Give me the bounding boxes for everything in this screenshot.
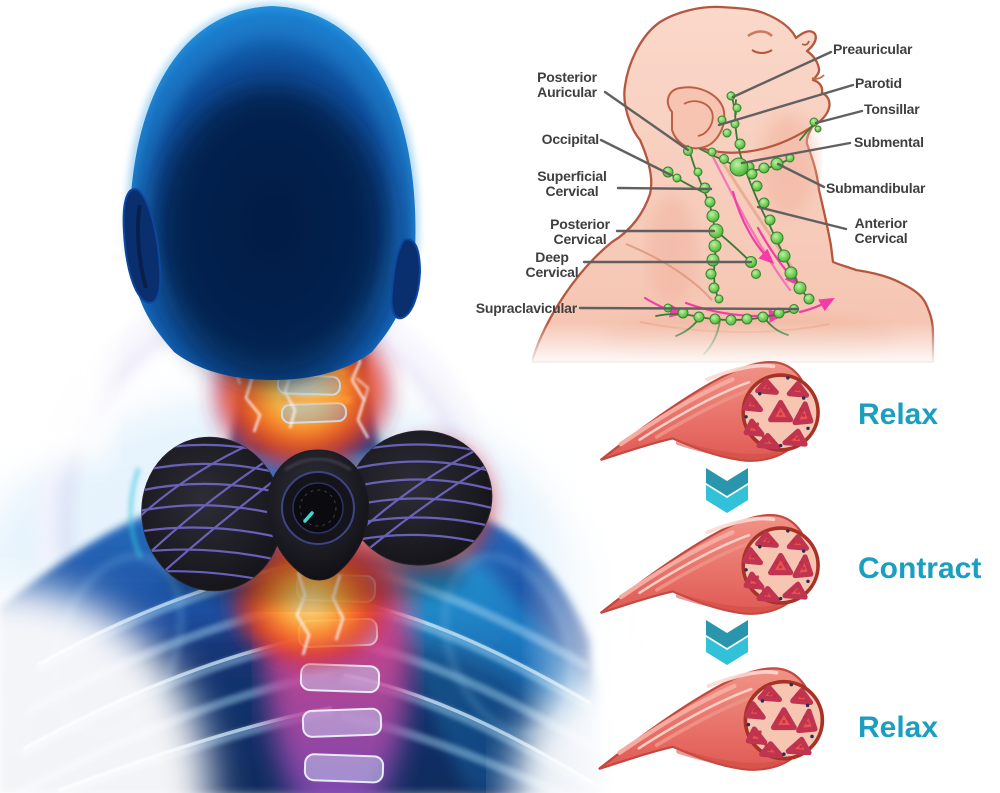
massager-device (133, 430, 495, 606)
lymph-node-diagram (520, 5, 1000, 396)
muscle-step-2 (601, 515, 818, 614)
label-submandibular: Submandibular (826, 180, 926, 196)
label-tonsillar: Tonsillar (864, 101, 920, 117)
label-posterior-auricular: Posterior Auricular (537, 69, 597, 100)
right-ear (390, 238, 422, 320)
label-relax-2: Relax (858, 711, 939, 744)
label-submental: Submental (854, 134, 924, 150)
ear (666, 86, 726, 150)
left-ear (122, 188, 162, 304)
device-dial[interactable] (281, 471, 355, 545)
profile-head (531, 5, 935, 364)
label-superficial-cervical: Superficial Cervical (537, 168, 607, 199)
label-contract: Contract (858, 552, 982, 585)
label-preauricular: Preauricular (833, 41, 913, 57)
xray-illustration (0, 0, 750, 793)
head-silhouette (122, 3, 422, 384)
lymph-nodes (662, 91, 822, 326)
chevron-down-icon (706, 620, 748, 665)
chevron-down-icon (706, 468, 748, 513)
label-relax-1: Relax (858, 398, 939, 431)
label-parotid: Parotid (855, 75, 902, 91)
label-supraclavicular: Supraclavicular (475, 300, 577, 316)
label-deep-cervical: Deep Cervical (525, 249, 579, 280)
leader-lines (578, 50, 864, 311)
dial-indicator (303, 511, 314, 523)
label-occipital: Occipital (541, 131, 600, 147)
label-posterior-cervical: Posterior Cervical (550, 216, 610, 247)
edge-fades (0, 0, 750, 793)
label-anterior-cervical: Anterior Cervical (854, 215, 908, 246)
